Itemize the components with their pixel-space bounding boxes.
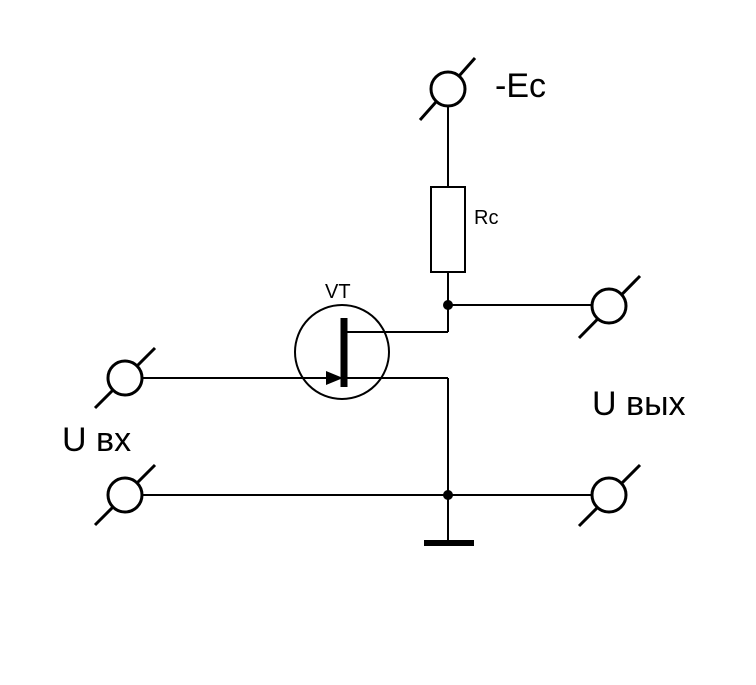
transistor-vt xyxy=(294,304,448,400)
supply-terminal xyxy=(418,57,477,121)
input-label: U вх xyxy=(62,421,131,459)
supply-label: -Ec xyxy=(495,67,546,105)
output-bottom-terminal xyxy=(577,463,642,528)
resistor-rc xyxy=(430,186,466,273)
input-top-terminal xyxy=(93,346,157,410)
resistor-label: Rc xyxy=(474,207,498,229)
output-top-terminal xyxy=(577,274,642,340)
output-label: U вых xyxy=(592,385,686,423)
transistor-label: VT xyxy=(325,281,351,303)
ground-node xyxy=(443,490,453,500)
gate-arrow xyxy=(326,371,343,385)
